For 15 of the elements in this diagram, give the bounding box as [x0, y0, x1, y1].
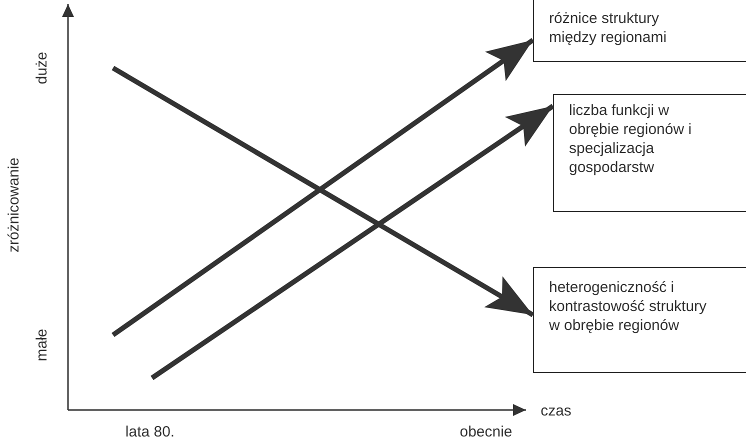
box-text: liczba funkcji w obrębie regionów i specjalizacja gospodarstw — [569, 101, 693, 177]
box-text: różnice struktury między regionami — [549, 9, 668, 47]
arrow — [150, 104, 554, 380]
axis-label: małe — [34, 328, 50, 362]
axis-label: duże — [34, 52, 50, 84]
axis-label: obecnie — [460, 424, 512, 440]
arrow — [112, 38, 534, 338]
box-text: heterogeniczność i kontrastowość struktury w obrębie regionów — [549, 278, 708, 335]
text-box — [533, 267, 746, 373]
axis-label: zróżnicowanie — [6, 157, 22, 253]
axis-label: czas — [540, 402, 572, 420]
arrow — [112, 66, 534, 318]
axis-label: lata 80. — [125, 424, 175, 440]
text-box — [533, 0, 746, 62]
text-box — [553, 94, 746, 212]
